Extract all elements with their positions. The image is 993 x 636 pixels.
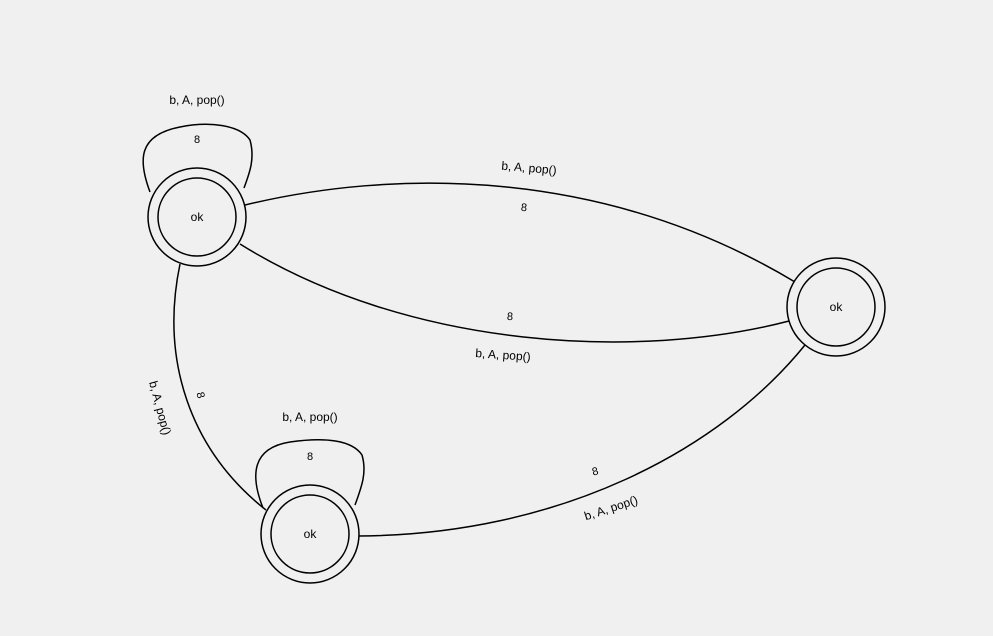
edge-s1-s2 — [244, 182, 796, 283]
edge-s3-loop-label: b, A, pop() — [282, 410, 337, 424]
edge-s2-s1 — [239, 243, 790, 343]
edge-s2-s1-label: b, A, pop() — [475, 346, 531, 364]
edge-s3-s2-label: b, A, pop() — [583, 493, 640, 523]
edge-s3-loop-symbol: 8 — [307, 451, 313, 463]
state-s1[interactable]: ok — [147, 167, 247, 267]
edge-s1-s2-label: b, A, pop() — [501, 159, 557, 178]
edge-s1-s3-symbol: 8 — [193, 391, 206, 400]
edge-s3-loop — [255, 439, 365, 509]
edge-s1-s3-label: b, A, pop() — [146, 379, 174, 436]
state-s1-label: ok — [191, 210, 205, 224]
state-s3-label: ok — [304, 527, 318, 541]
edge-s1-loop-symbol: 8 — [194, 134, 200, 146]
edge-s1-loop — [142, 123, 253, 193]
edge-s1-loop-label: b, A, pop() — [169, 93, 224, 107]
state-s3[interactable]: ok — [260, 484, 360, 584]
state-s2-label: ok — [830, 300, 844, 314]
edge-s3-s2-symbol: 8 — [591, 465, 600, 478]
edge-s1-s2-symbol: 8 — [520, 202, 527, 214]
edge-s1-s3 — [173, 263, 267, 511]
edge-s2-s1-symbol: 8 — [507, 311, 514, 323]
edge-s3-s2 — [357, 344, 806, 537]
state-s2[interactable]: ok — [786, 257, 886, 357]
